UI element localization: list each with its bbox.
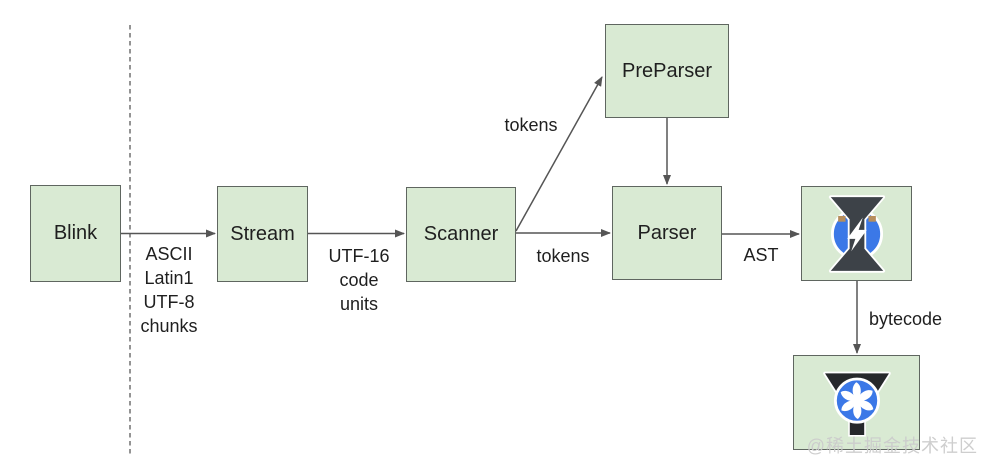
node-blink: Blink — [30, 185, 121, 282]
node-parser: Parser — [612, 186, 722, 280]
node-stream: Stream — [217, 186, 308, 282]
edge-label-bytecode: bytecode — [869, 309, 943, 329]
node-stream-label: Stream — [230, 222, 295, 245]
node-parser-label: Parser — [637, 221, 697, 244]
edge-label-ast: AST — [743, 245, 779, 265]
edge-label-tokens-to-preparser: tokens — [504, 115, 558, 135]
turbofan-icon — [822, 371, 891, 437]
node-preparser-label: PreParser — [621, 59, 713, 82]
watermark: @稀土掘金技术社区 — [806, 436, 978, 456]
node-blink-label: Blink — [53, 222, 98, 244]
edge-label-encoding-chunks: ASCII Latin1 UTF-8 chunks — [140, 244, 198, 336]
arrow-scanner-preparser — [515, 76, 603, 232]
node-scanner: Scanner — [406, 187, 516, 282]
edge-label-utf16-code-units: UTF-16 code units — [328, 246, 390, 314]
node-preparser: PreParser — [605, 24, 729, 118]
node-turbofan — [793, 355, 920, 450]
ignition-icon — [828, 194, 885, 273]
node-ignition — [801, 186, 912, 281]
edge-label-tokens-to-parser: tokens — [536, 246, 590, 266]
node-scanner-label: Scanner — [423, 223, 499, 245]
